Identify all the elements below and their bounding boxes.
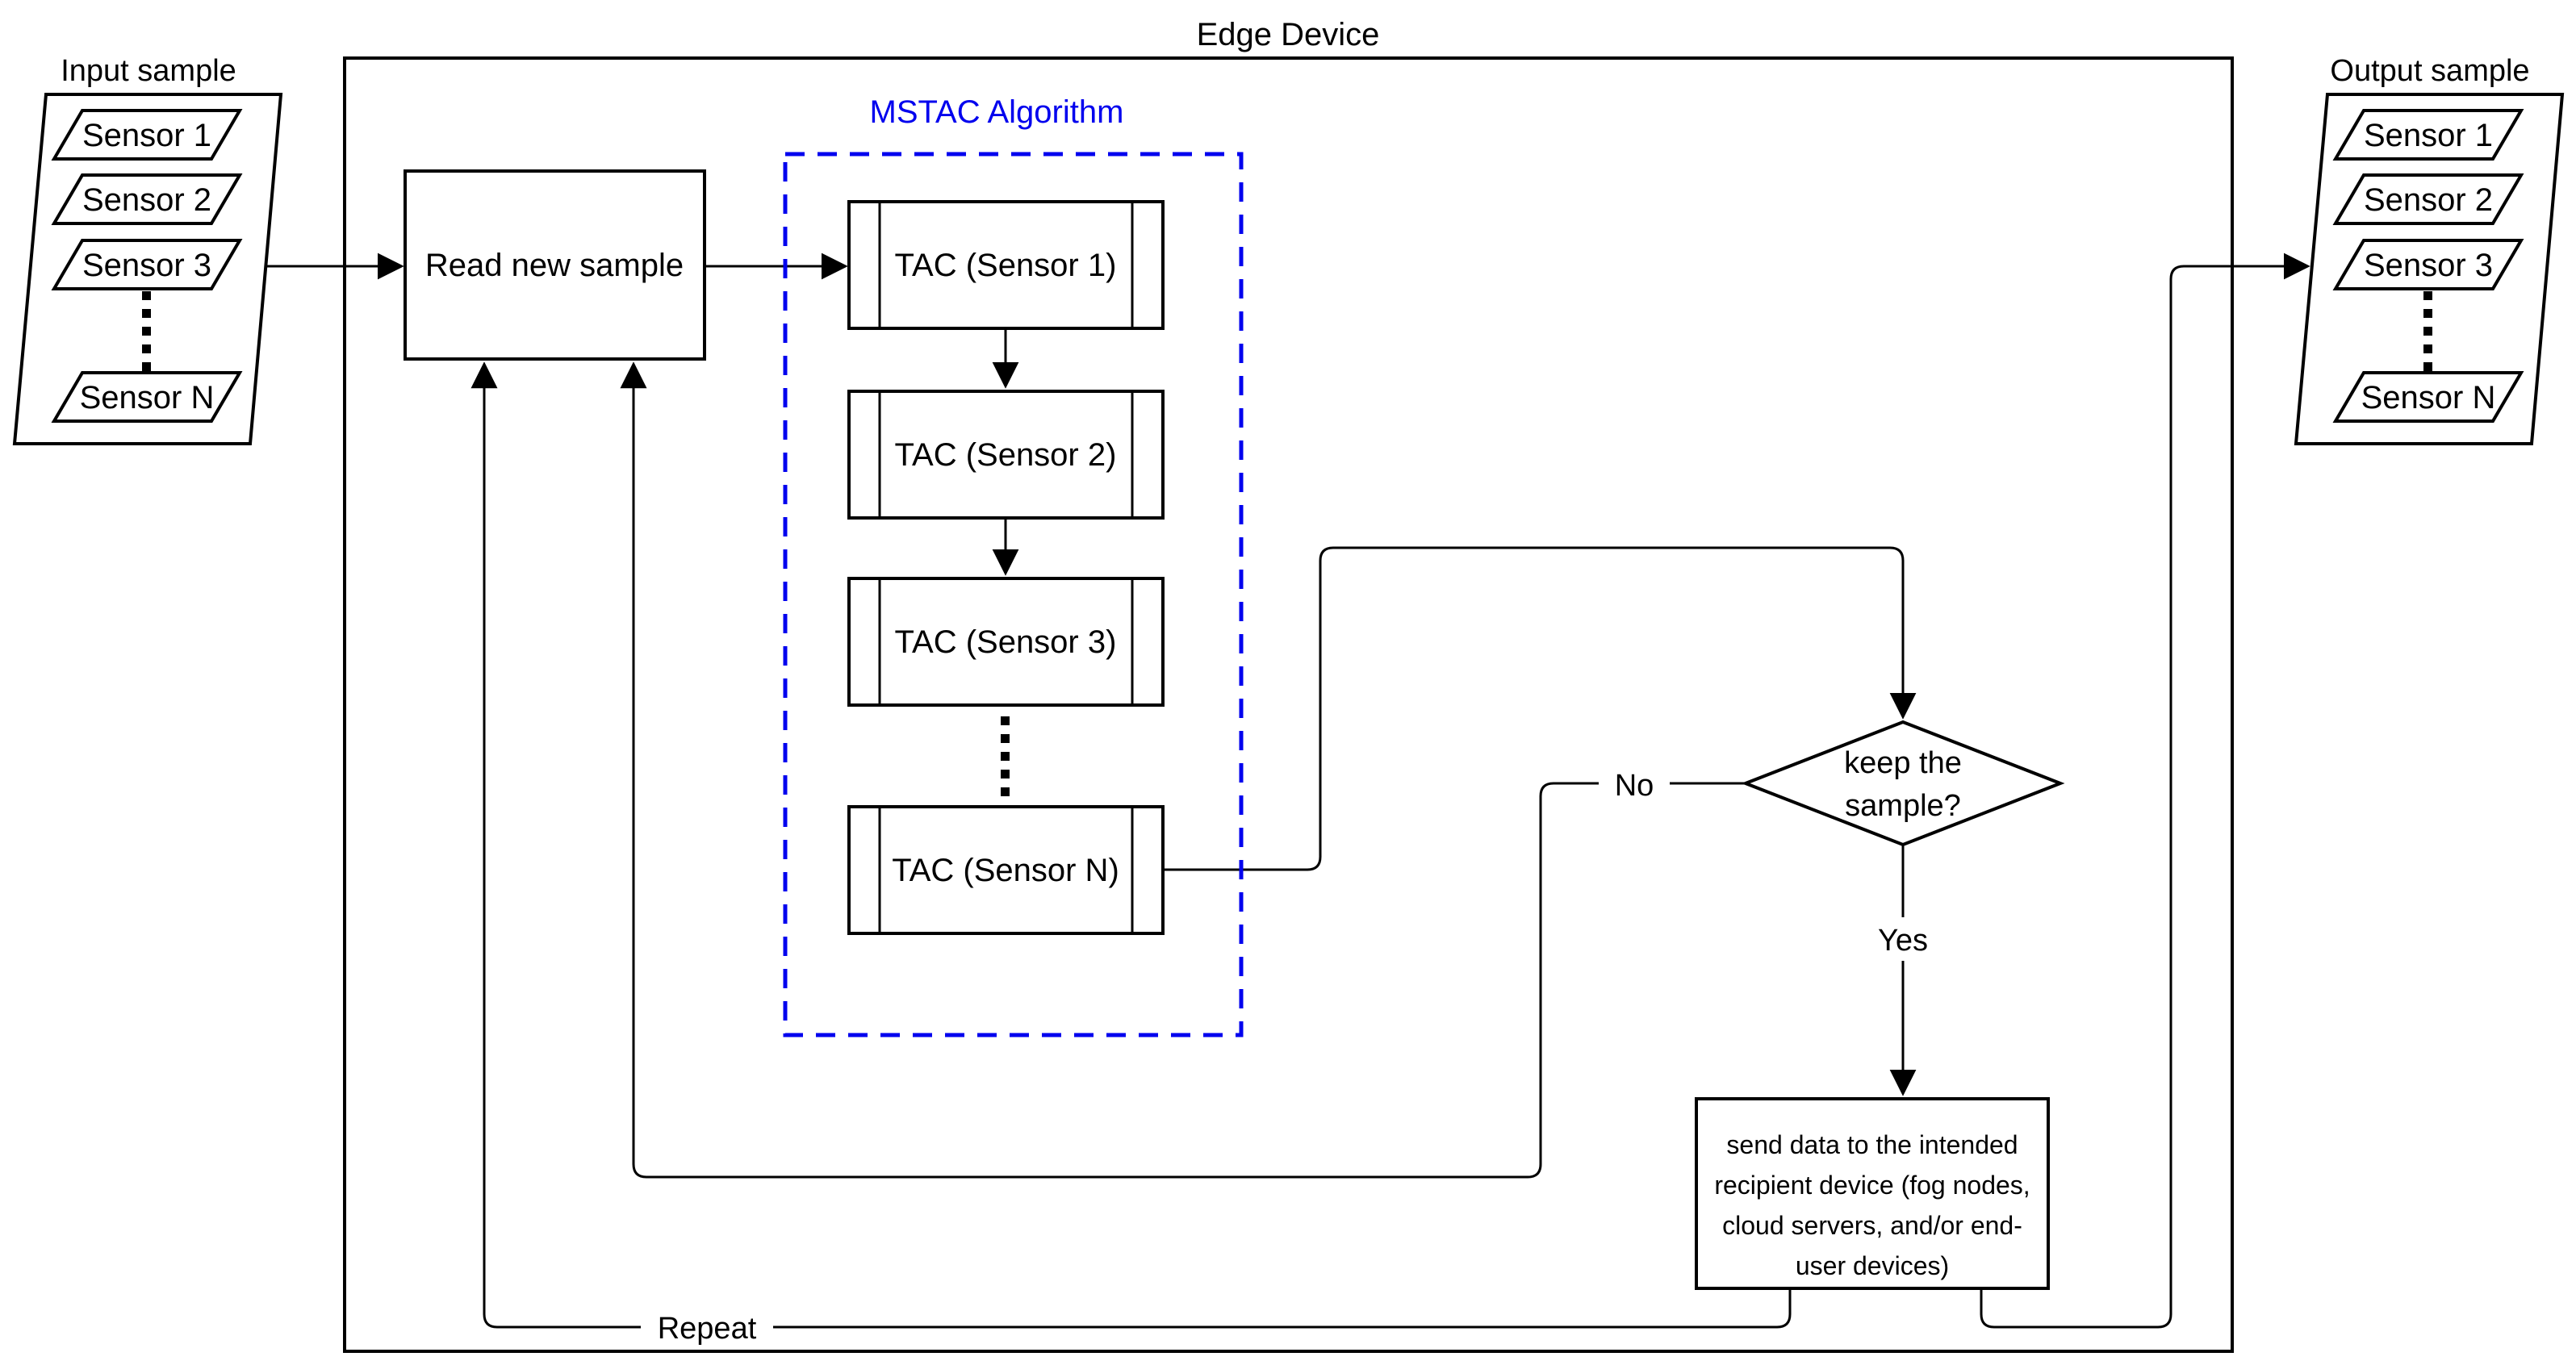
read-sample-box (404, 169, 706, 361)
tac-label: TAC (Sensor 2) (895, 437, 1117, 473)
yes-label-halo (1869, 917, 1937, 961)
output-sensor-shape (2332, 371, 2524, 423)
input-sensor-label: Sensor 2 (82, 182, 211, 218)
arrow-decision-no-to-read (620, 361, 1746, 1179)
input-sensor-label: Sensor 1 (82, 118, 211, 153)
output-sensor-shape (2332, 173, 2524, 225)
input-sample-group: Input sample Sensor 1 Sensor 2 Sensor 3 … (12, 54, 283, 445)
output-sensor-shape (2332, 109, 2524, 161)
no-label: No (1615, 769, 1654, 803)
input-sensor-label: Sensor 3 (82, 248, 211, 283)
send-data-line2: recipient device (fog nodes, (1714, 1171, 2030, 1200)
arrow-send-to-output (1980, 253, 2310, 1329)
send-data-line4: user devices) (1796, 1251, 1949, 1280)
input-sensor-shape (51, 173, 243, 225)
tac-label: TAC (Sensor 1) (895, 248, 1117, 283)
read-sample-label: Read new sample (425, 248, 684, 283)
mstac-dashed-container (783, 152, 1244, 1037)
output-sample-group: Output sample Sensor 1 Sensor 2 Sensor 3… (2294, 54, 2565, 445)
tac-box-sensorN: TAC (Sensor N) (847, 805, 1165, 935)
read-sample-group: Read new sample (404, 169, 706, 361)
repeat-label-halo (641, 1307, 773, 1347)
tac-box-sensor2: TAC (Sensor 2) (847, 390, 1165, 520)
output-sensor-label: Sensor N (2361, 380, 2496, 415)
edge-device-title: Edge Device (1197, 17, 1380, 52)
tac-label: TAC (Sensor N) (892, 853, 1119, 888)
edge-device-border (343, 56, 2234, 1353)
no-label-halo (1599, 762, 1670, 806)
output-sensor-label: Sensor 1 (2364, 118, 2493, 153)
mstac-group: MSTAC Algorithm TAC (Sensor 1) TAC (Sens… (783, 94, 1244, 1037)
output-sample-label: Output sample (2330, 54, 2529, 88)
repeat-label: Repeat (658, 1312, 757, 1346)
tac-box-sensor1: TAC (Sensor 1) (847, 200, 1165, 330)
input-sensor-shape (51, 371, 243, 423)
arrow-tacn-to-decision (1163, 546, 1917, 871)
tac-box-sensor3: TAC (Sensor 3) (847, 577, 1165, 707)
output-sensor-label: Sensor 3 (2364, 248, 2493, 283)
send-data-line3: cloud servers, and/or end- (1722, 1211, 2022, 1240)
input-sensor-shape (51, 109, 243, 161)
input-ellipsis-dots (142, 291, 151, 371)
input-sensor-shape (51, 239, 243, 290)
decision-text-line1: keep the (1844, 746, 1962, 780)
arrow-repeat-to-read (470, 361, 1792, 1329)
yes-label: Yes (1878, 924, 1928, 958)
decision-diamond (1741, 720, 2065, 847)
decision-group: keep the sample? (1741, 720, 2065, 847)
send-data-line1: send data to the intended (1726, 1130, 2018, 1159)
tac-ellipsis-dots (1001, 716, 1010, 796)
mstac-title: MSTAC Algorithm (870, 94, 1124, 130)
send-data-box (1695, 1097, 2050, 1290)
output-sensor-shape (2332, 239, 2524, 290)
send-data-group: send data to the intended recipient devi… (1695, 1097, 2050, 1290)
input-sensor-label: Sensor N (80, 380, 215, 415)
decision-text-line2: sample? (1845, 789, 1961, 823)
output-sensor-label: Sensor 2 (2364, 182, 2493, 218)
input-sample-label: Input sample (61, 54, 236, 88)
tac-label: TAC (Sensor 3) (895, 624, 1117, 660)
output-ellipsis-dots (2423, 291, 2432, 371)
